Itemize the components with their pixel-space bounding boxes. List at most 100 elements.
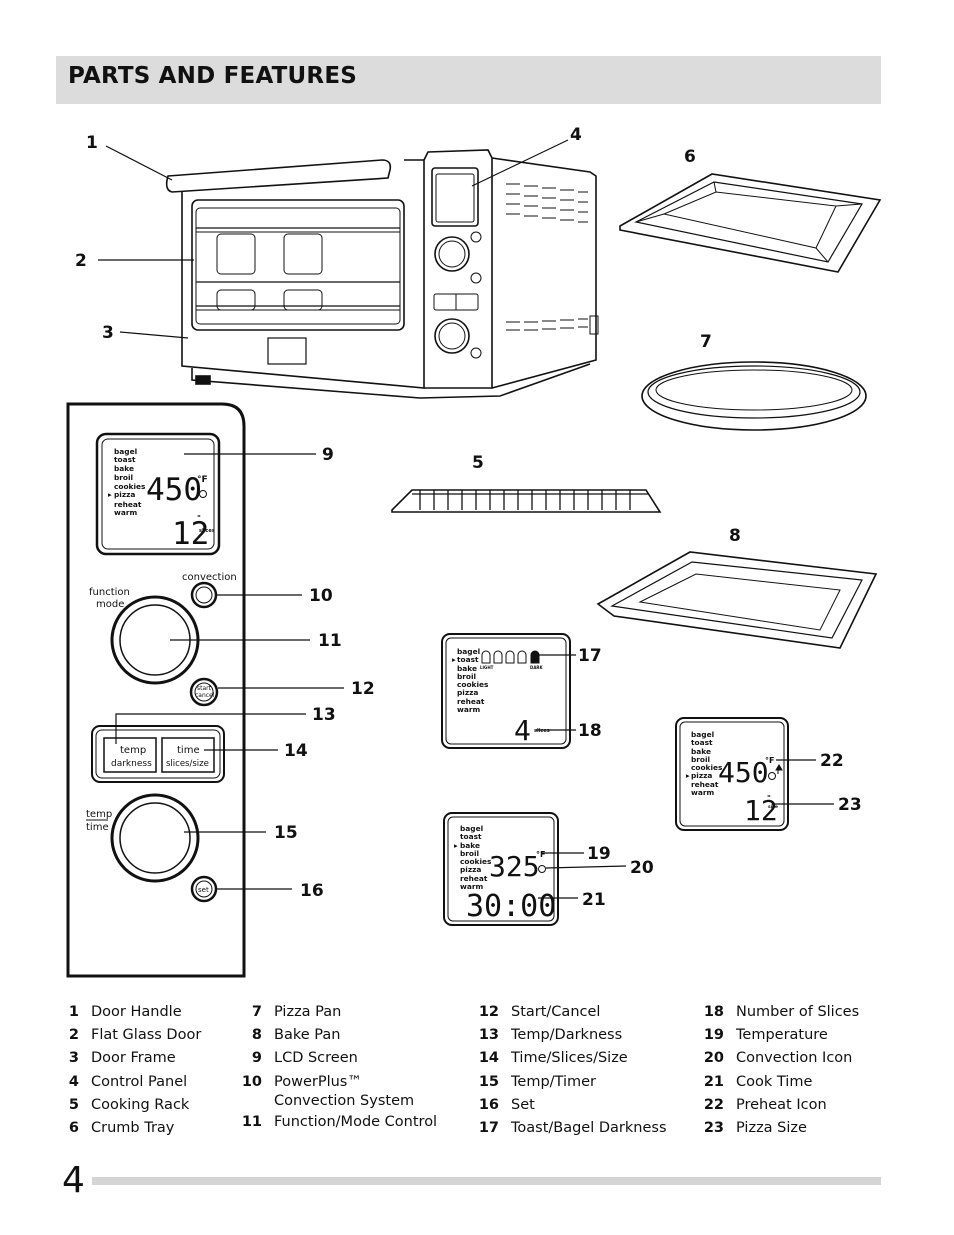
lcd-menu-item: reheat xyxy=(457,697,485,706)
section-header: PARTS AND FEATURES xyxy=(56,56,881,104)
callout-3: 3 xyxy=(102,323,114,343)
callout-17: 17 xyxy=(578,646,602,666)
lcd-menu-item: cookies xyxy=(691,763,723,772)
pizza-pan-illustration xyxy=(641,361,867,431)
lcd-menu-item: broil xyxy=(460,849,479,858)
callout-2: 2 xyxy=(75,251,87,271)
lcd-selector-arrow: ▸ xyxy=(108,490,112,499)
callout-16: 16 xyxy=(300,881,324,901)
lcd-menu-item: broil xyxy=(114,473,133,482)
lcd-temp-readout: 450 xyxy=(146,472,202,508)
callout-8: 8 xyxy=(729,526,741,546)
lcd-menu-item: warm xyxy=(457,705,480,714)
start-label: start xyxy=(197,685,212,692)
lcd-menu-item: bake xyxy=(691,747,711,756)
lcd-selector-arrow: ▸ xyxy=(686,771,690,780)
temp-darkness-button[interactable]: temp darkness xyxy=(103,737,157,773)
convection-fan-icon xyxy=(768,772,776,780)
callout-21: 21 xyxy=(582,890,606,910)
callout-15: 15 xyxy=(274,823,298,843)
lcd-menu-item: pizza xyxy=(691,771,712,780)
bake-time-readout: 30:00 xyxy=(466,889,556,924)
lcd-menu-item: cookies xyxy=(460,857,492,866)
lcd-selector-arrow: ▸ xyxy=(452,655,456,664)
page-number: 4 xyxy=(62,1160,85,1201)
legend-item: Convection System xyxy=(274,1092,415,1109)
lcd-menu-item: bagel xyxy=(457,647,480,656)
callout-9: 9 xyxy=(322,445,334,465)
cooking-rack-illustration xyxy=(391,489,662,513)
pizza-temp-readout: 450 xyxy=(718,756,769,789)
lcd-menu-item: cookies xyxy=(457,680,489,689)
convection-button[interactable] xyxy=(190,581,218,609)
lcd-menu-item: toast xyxy=(460,832,482,841)
leader-lines xyxy=(98,139,834,899)
lcd-size-mark: " xyxy=(197,513,201,522)
display-bake: bagel toast ▸ bake broil cookies pizza r… xyxy=(443,812,559,926)
lcd-temp-unit: °F xyxy=(197,475,208,485)
lcd-size-readout: 12 xyxy=(172,516,209,552)
darkness-btn-label: darkness xyxy=(111,759,152,769)
bake-temp-readout: 325 xyxy=(489,850,540,883)
display-toast: bagel ▸ toast bake broil cookies pizza r… xyxy=(441,633,571,749)
lcd-slices-label: slices xyxy=(199,528,215,534)
pizza-size-label: size xyxy=(768,804,778,810)
temp-time-dial[interactable] xyxy=(110,793,200,883)
callout-11: 11 xyxy=(318,631,342,651)
callout-23: 23 xyxy=(838,795,862,815)
callout-6: 6 xyxy=(684,147,696,167)
lcd-menu-item: reheat xyxy=(114,500,142,509)
set-label: set xyxy=(198,886,209,894)
toast-slices-readout: 4 xyxy=(514,714,531,747)
callout-12: 12 xyxy=(351,679,375,699)
convection-label: convection xyxy=(182,572,237,583)
time-dial-label: time xyxy=(86,822,109,833)
lcd-menu-item: bagel xyxy=(114,447,137,456)
lcd-menu-item: toast xyxy=(691,738,713,747)
start-cancel-button[interactable]: start cancel xyxy=(189,677,219,707)
toaster-oven-illustration xyxy=(165,149,599,399)
callout-20: 20 xyxy=(630,858,654,878)
lcd-selector-arrow: ▸ xyxy=(454,841,458,850)
bake-pan-illustration xyxy=(596,551,878,649)
bake-temp-unit: °F xyxy=(536,850,545,859)
toast-slices-label: slices xyxy=(534,728,550,734)
set-button[interactable]: set xyxy=(190,875,218,903)
callout-13: 13 xyxy=(312,705,336,725)
temp-btn-label: temp xyxy=(120,745,146,756)
crumb-tray-illustration xyxy=(619,173,882,273)
lcd-menu-item: reheat xyxy=(460,874,488,883)
lcd-menu-item: bagel xyxy=(460,824,483,833)
time-btn-label: time xyxy=(177,745,200,756)
time-slices-button[interactable]: time slices/size xyxy=(161,737,215,773)
lcd-menu-item: warm xyxy=(114,508,137,517)
lcd-menu-item: bake xyxy=(460,841,480,850)
callout-22: 22 xyxy=(820,751,844,771)
lcd-menu-item: toast xyxy=(457,655,479,664)
lcd-menu-item: pizza xyxy=(457,688,478,697)
pizza-size-readout: 12 xyxy=(744,794,778,827)
mode-label: mode xyxy=(96,599,124,610)
page-title: PARTS AND FEATURES xyxy=(68,63,358,89)
light-label: LIGHT xyxy=(480,665,494,670)
lcd-menu-item: bagel xyxy=(691,730,714,739)
parts-illustration: bagel toast bake broil cookies ▸ pizza r… xyxy=(66,125,882,978)
lcd-menu-item: cookies xyxy=(114,482,146,491)
cancel-label: cancel xyxy=(195,692,215,699)
convection-fan-icon xyxy=(199,490,207,498)
